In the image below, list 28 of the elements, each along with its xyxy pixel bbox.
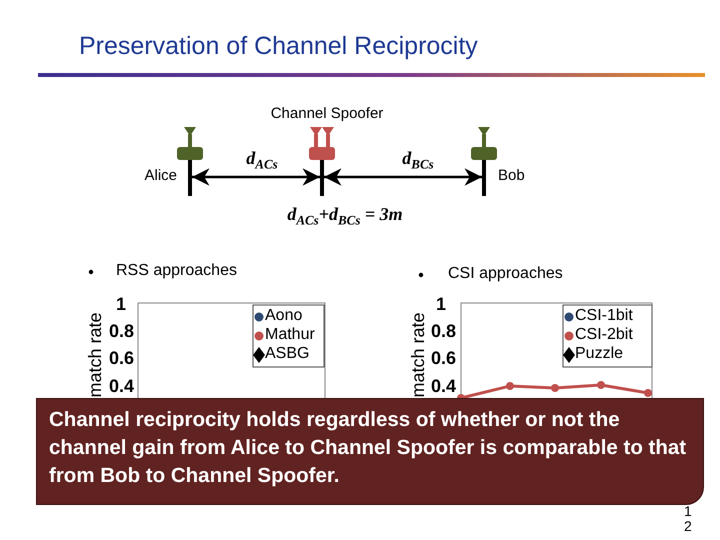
device-label: Bob — [498, 168, 525, 184]
distance-label: d$_{BCs}$ — [402, 149, 434, 172]
legend-text: Aono — [265, 307, 302, 325]
axis-tick: 1 — [116, 295, 126, 315]
callout-box — [36, 398, 704, 505]
legend-text: CSI-2bit — [575, 326, 633, 344]
legend-text: CSI-1bit — [575, 307, 633, 325]
axis-tick: 0.4 — [108, 377, 134, 397]
slide-number: 12 — [684, 504, 693, 534]
distance-formula: d$_{ACs}$+d$_{BCs}$ = 3m — [287, 205, 403, 228]
slide-title: Preservation of Channel Reciprocity — [79, 33, 478, 60]
axis-tick: 1 — [436, 295, 446, 315]
callout-text: Channel reciprocity holds regardless of whether or not the channel gain from Alice to Channel Spoofer is comparable to that from Bob to Channel Spoofer. — [49, 407, 688, 489]
legend-text: ASBG — [265, 345, 310, 363]
bullet-text: RSS approaches — [116, 262, 237, 280]
bullet-text: CSI approaches — [448, 265, 563, 283]
device-label: Alice — [144, 168, 177, 184]
axis-title: match rate — [409, 312, 429, 398]
axis-tick: 0.4 — [430, 377, 456, 397]
legend-text: Mathur — [265, 326, 315, 344]
axis-tick: 0.8 — [108, 322, 134, 342]
axis-tick: 0.8 — [430, 322, 456, 342]
device-label: Channel Spoofer — [270, 106, 384, 122]
axis-tick: 0.6 — [430, 349, 456, 369]
distance-label: d$_{ACs}$ — [246, 149, 278, 172]
axis-tick: 0.6 — [108, 349, 134, 369]
legend-text: Puzzle — [575, 345, 624, 363]
axis-title: match rate — [86, 312, 106, 398]
